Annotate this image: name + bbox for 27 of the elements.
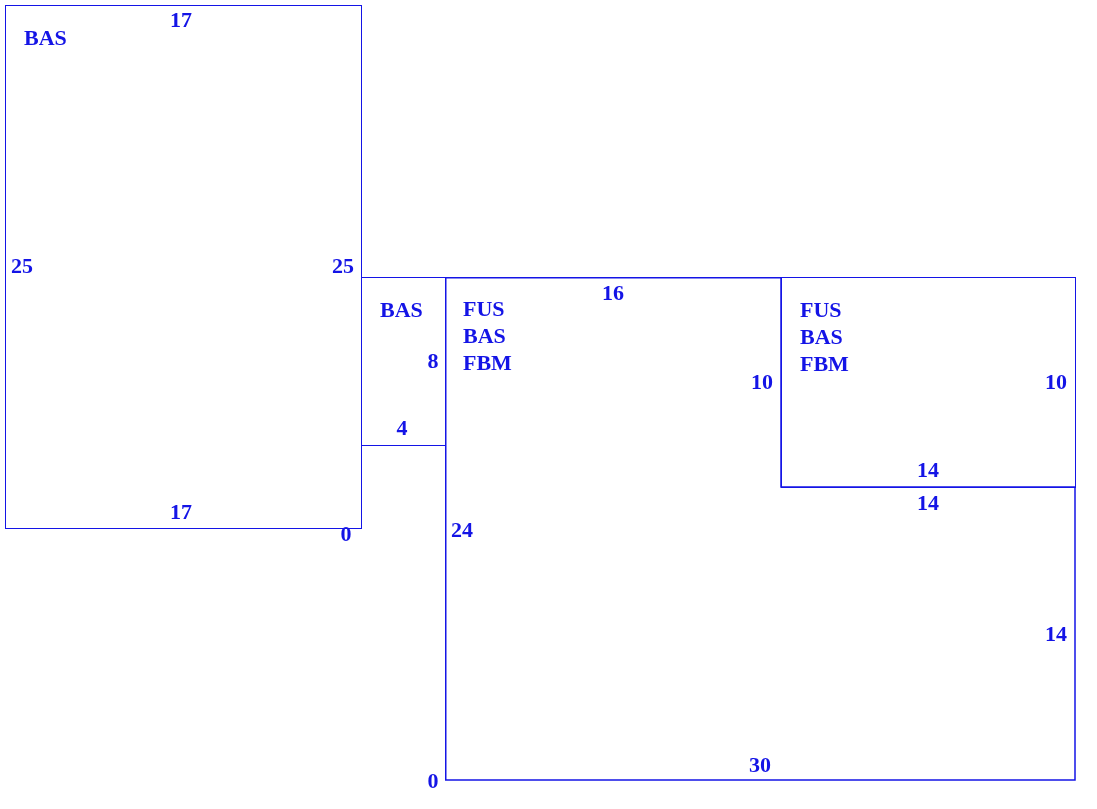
room-label: BAS xyxy=(463,322,507,349)
dimension-label: 10 xyxy=(751,372,773,392)
room-label: FUS xyxy=(463,295,506,322)
room-label: BAS xyxy=(380,296,423,323)
dimension-label: 17 xyxy=(170,502,192,522)
dimension-label: 16 xyxy=(602,283,624,303)
dimension-label: 10 xyxy=(1045,372,1067,392)
dimension-label: 24 xyxy=(451,520,473,540)
dimension-label: 4 xyxy=(396,418,408,438)
room-label: BAS xyxy=(800,323,844,350)
room-label: BAS xyxy=(24,24,67,51)
dimension-label: 14 xyxy=(917,460,939,480)
room-label: FBM xyxy=(463,349,512,376)
dimension-label: 25 xyxy=(11,256,33,276)
dimension-label: 17 xyxy=(170,10,192,30)
dimension-label: 25 xyxy=(332,256,354,276)
dimension-label: 14 xyxy=(917,493,939,513)
dimension-label: 14 xyxy=(1045,624,1067,644)
room-label: FUS xyxy=(800,296,843,323)
room-outline xyxy=(445,277,1076,781)
room-label: FBM xyxy=(800,350,849,377)
room-outline xyxy=(5,5,362,529)
dimension-label: 0 xyxy=(427,771,439,791)
dimension-label: 30 xyxy=(749,755,771,775)
room-outline xyxy=(781,277,1076,488)
room-outline xyxy=(361,277,446,446)
dimension-label: 8 xyxy=(427,351,439,371)
